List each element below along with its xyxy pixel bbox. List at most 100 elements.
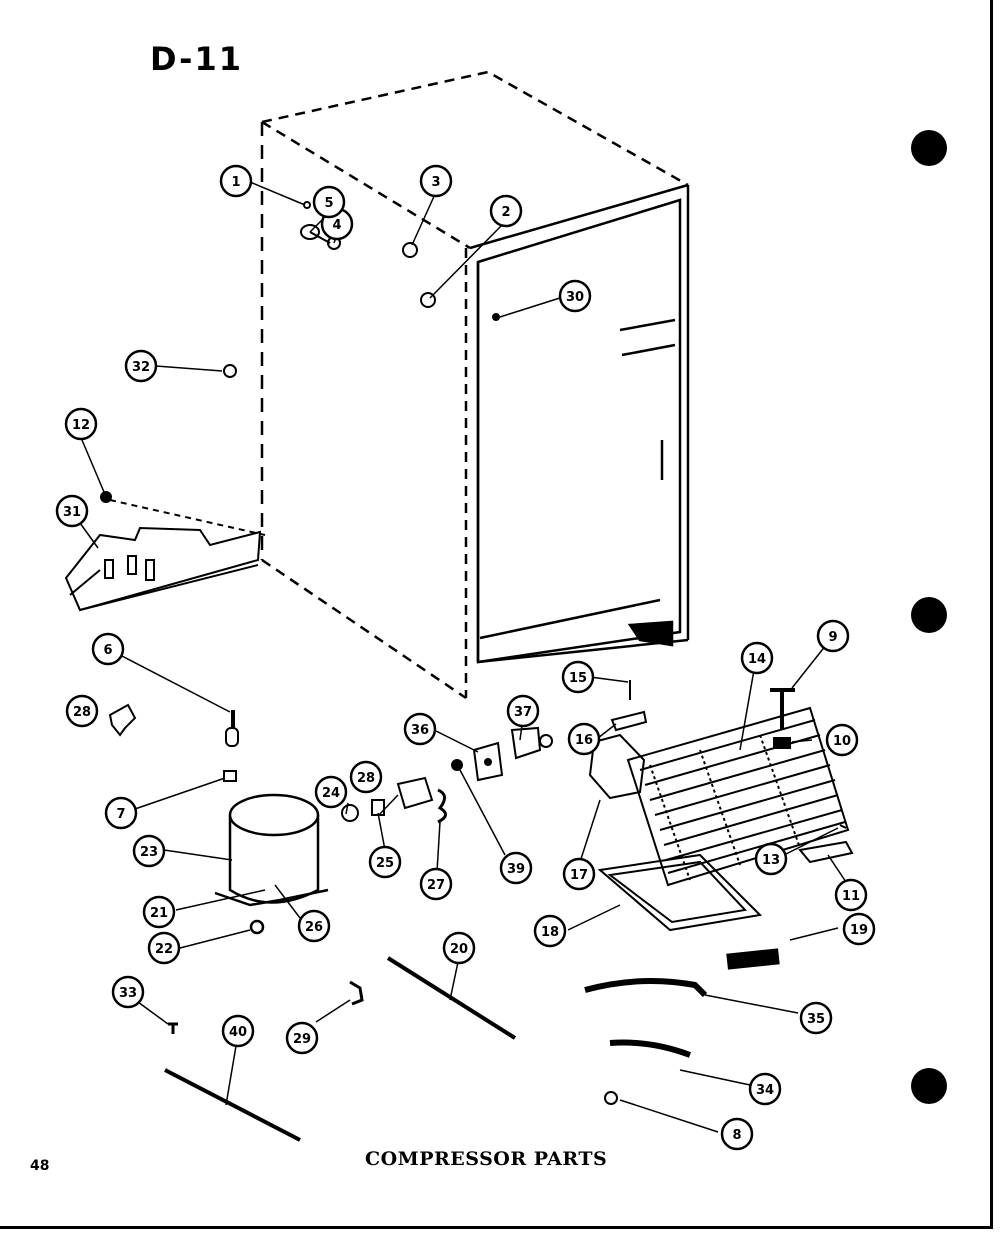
callout-label: 7 bbox=[116, 807, 125, 822]
callout-label: 20 bbox=[450, 942, 468, 957]
callout-label: 13 bbox=[762, 853, 780, 868]
callout-circle bbox=[558, 279, 592, 313]
callout-label: 22 bbox=[155, 942, 173, 957]
callout-circle bbox=[748, 1072, 782, 1106]
callout-circle bbox=[533, 914, 567, 948]
callout-label: 36 bbox=[411, 723, 429, 738]
callout-14: 14 bbox=[740, 641, 774, 675]
callout-circle bbox=[132, 834, 166, 868]
condenser-coil bbox=[626, 706, 850, 887]
callout-29: 29 bbox=[285, 1021, 319, 1055]
callout-circle bbox=[91, 632, 125, 666]
callout-circle bbox=[419, 164, 453, 198]
binder-hole-bottom bbox=[911, 1068, 947, 1104]
callout-7: 7 bbox=[104, 796, 138, 830]
callout-label: 28 bbox=[357, 771, 375, 786]
callout-12: 12 bbox=[64, 407, 98, 441]
callout-circle bbox=[312, 185, 346, 219]
callout-27: 27 bbox=[419, 867, 453, 901]
callout-label: 32 bbox=[132, 360, 150, 375]
callout-35: 35 bbox=[799, 1001, 833, 1035]
callout-label: 17 bbox=[570, 868, 588, 883]
callout-label: 29 bbox=[293, 1032, 311, 1047]
callout-circle bbox=[561, 660, 595, 694]
callout-circle bbox=[55, 494, 89, 528]
callout-circle bbox=[567, 722, 601, 756]
callout-label: 3 bbox=[431, 175, 440, 190]
callout-8: 8 bbox=[720, 1117, 754, 1151]
callout-label: 21 bbox=[150, 906, 168, 921]
callout-label: 5 bbox=[324, 196, 333, 211]
callout-label: 1 bbox=[231, 175, 240, 190]
leader-lines bbox=[79, 181, 849, 1133]
callout-circle bbox=[147, 931, 181, 965]
callout-34: 34 bbox=[748, 1072, 782, 1106]
small-parts bbox=[100, 201, 854, 1105]
callout-21: 21 bbox=[142, 895, 176, 929]
callout-30: 30 bbox=[558, 279, 592, 313]
callout-24: 24 bbox=[314, 775, 348, 809]
binder-hole-top bbox=[911, 130, 947, 166]
callout-28: 28 bbox=[349, 760, 383, 794]
callout-label: 34 bbox=[756, 1083, 774, 1098]
callout-circle bbox=[754, 842, 788, 876]
callout-label: 18 bbox=[541, 925, 559, 940]
callout-circle bbox=[349, 760, 383, 794]
callout-3: 3 bbox=[419, 164, 453, 198]
exploded-view-drawing: 1234530321231628723212226242528273637391… bbox=[55, 70, 876, 1151]
diagram-title: D-11 bbox=[150, 40, 243, 78]
callout-15: 15 bbox=[561, 660, 595, 694]
callout-label: 26 bbox=[305, 920, 323, 935]
callout-label: 33 bbox=[119, 986, 137, 1001]
callout-label: 24 bbox=[322, 786, 340, 801]
callout-11: 11 bbox=[834, 878, 868, 912]
connecting-tubes bbox=[164, 956, 517, 1142]
callout-37: 37 bbox=[506, 694, 540, 728]
callout-circle bbox=[489, 194, 523, 228]
callout-label: 12 bbox=[72, 418, 90, 433]
callout-label: 28 bbox=[73, 705, 91, 720]
callout-label: 11 bbox=[842, 889, 860, 904]
callout-label: 4 bbox=[332, 218, 341, 233]
callout-28: 28 bbox=[65, 694, 99, 728]
callout-circle bbox=[842, 912, 876, 946]
callout-36: 36 bbox=[403, 712, 437, 746]
callout-40: 40 bbox=[221, 1014, 255, 1048]
callout-circle bbox=[65, 694, 99, 728]
callout-17: 17 bbox=[562, 857, 596, 891]
callout-33: 33 bbox=[111, 975, 145, 1009]
callout-5: 5 bbox=[312, 185, 346, 219]
callout-label: 27 bbox=[427, 878, 445, 893]
callout-label: 35 bbox=[807, 1012, 825, 1027]
diagram-caption: COMPRESSOR PARTS bbox=[365, 1148, 608, 1170]
callout-circle bbox=[368, 845, 402, 879]
callout-9: 9 bbox=[816, 619, 850, 653]
callout-label: 16 bbox=[575, 733, 593, 748]
callout-label: 25 bbox=[376, 856, 394, 871]
callout-circle bbox=[64, 407, 98, 441]
callout-label: 37 bbox=[514, 705, 532, 720]
callout-circle bbox=[834, 878, 868, 912]
callout-circle bbox=[562, 857, 596, 891]
callout-18: 18 bbox=[533, 914, 567, 948]
callout-circle bbox=[104, 796, 138, 830]
callout-26: 26 bbox=[297, 909, 331, 943]
callout-circle bbox=[419, 867, 453, 901]
callout-label: 2 bbox=[501, 205, 510, 220]
callout-20: 20 bbox=[442, 931, 476, 965]
callout-circle bbox=[506, 694, 540, 728]
callout-circle bbox=[442, 931, 476, 965]
callout-circle bbox=[285, 1021, 319, 1055]
callout-circle bbox=[124, 349, 158, 383]
callout-circle bbox=[111, 975, 145, 1009]
callout-10: 10 bbox=[825, 723, 859, 757]
callout-1: 1 bbox=[219, 164, 253, 198]
callout-16: 16 bbox=[567, 722, 601, 756]
callout-label: 15 bbox=[569, 671, 587, 686]
callout-label: 6 bbox=[103, 643, 112, 658]
callout-6: 6 bbox=[91, 632, 125, 666]
callout-23: 23 bbox=[132, 834, 166, 868]
callout-circle bbox=[720, 1117, 754, 1151]
cabinet-outline bbox=[260, 70, 690, 700]
